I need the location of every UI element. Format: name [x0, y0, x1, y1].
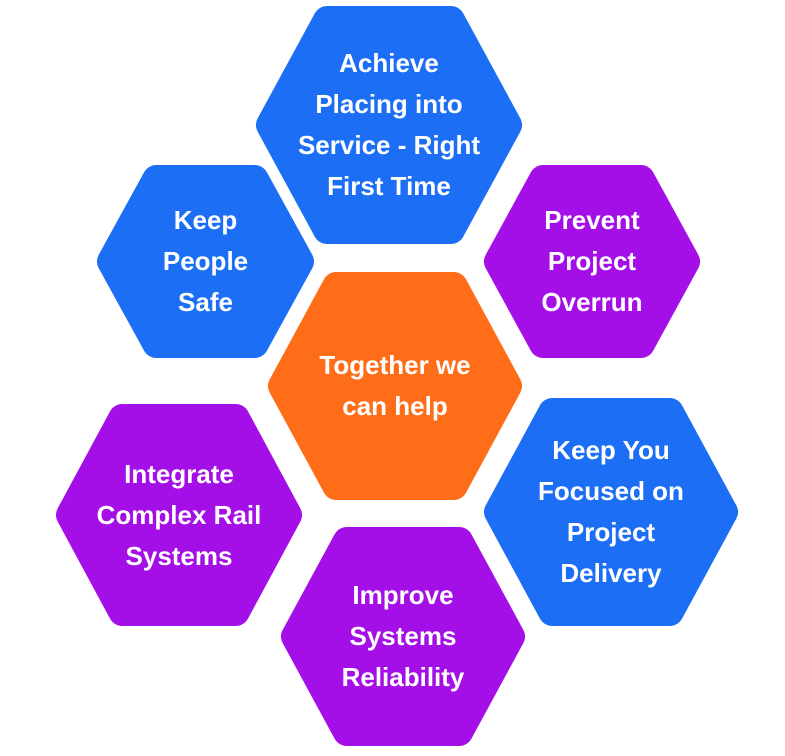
hexagon-achieve [256, 6, 522, 244]
hex-label-integrate: Integrate Complex Rail Systems [96, 458, 262, 571]
hexagon-center [268, 272, 522, 500]
hexagon-integrate [56, 404, 302, 626]
hexagon-keep-focused [484, 398, 738, 626]
hex-label-keep-people-safe: Keep People Safe [162, 205, 249, 317]
hexagon-prevent-overrun [484, 165, 700, 358]
hexagon-keep-people-safe [97, 165, 314, 358]
hex-label-achieve: Achieve Placing into Service - Right Fir… [297, 48, 481, 201]
hex-label-keep-focused: Keep You Focused on Project Delivery [538, 435, 684, 588]
hexagon-improve [281, 527, 525, 746]
hex-label-improve: Improve Systems Reliability [341, 580, 465, 692]
hex-label-center: Together we can help [319, 350, 471, 421]
hex-label-prevent-overrun: Prevent Project Overrun [541, 205, 643, 317]
